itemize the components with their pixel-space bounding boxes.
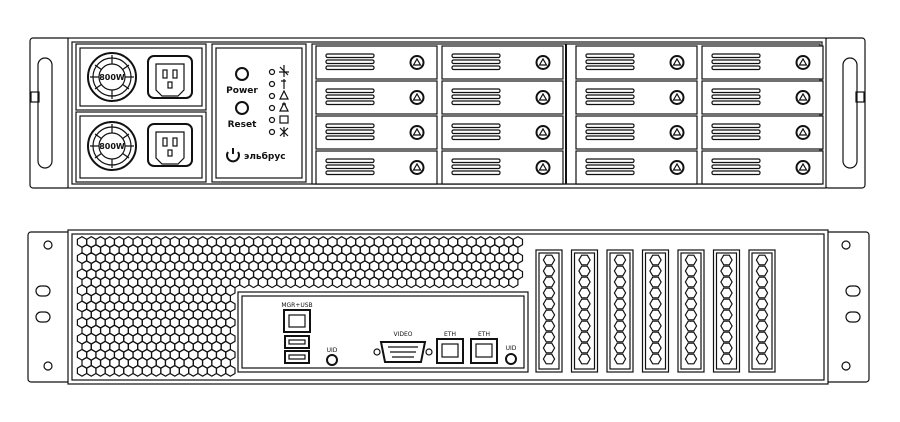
drive-release-icon[interactable] (535, 160, 551, 175)
drive-release-icon[interactable] (535, 125, 551, 140)
usb-port[interactable] (284, 335, 310, 349)
rear-io-panel: MGR+USB UID VIDEO ETH ETH UID (237, 291, 529, 373)
drive-bay[interactable] (315, 80, 438, 115)
expansion-slot[interactable] (748, 249, 776, 373)
led-power-icon (279, 65, 289, 77)
front-control-panel: Power Reset эльбрус (211, 43, 307, 183)
brand-label: эльбрус (244, 151, 286, 162)
drive-release-icon[interactable] (795, 90, 811, 105)
drive-release-icon[interactable] (669, 55, 685, 70)
drive-release-icon[interactable] (535, 55, 551, 70)
psu-module-top: 800W (75, 43, 207, 111)
led-alert-icon (279, 127, 289, 137)
elbrus-logo-icon (226, 148, 240, 163)
expansion-slot[interactable] (712, 249, 741, 373)
rear-left-rack-ear (27, 231, 73, 383)
drive-bay[interactable] (315, 115, 438, 150)
led-indicator (268, 92, 276, 100)
drive-bay[interactable] (575, 115, 698, 150)
uid-button-left[interactable] (326, 354, 338, 366)
expansion-slots (535, 249, 776, 373)
usb-port[interactable] (284, 350, 310, 364)
power-label: Power (226, 86, 258, 96)
psu-module-bottom: 800W (75, 111, 207, 183)
drive-release-icon[interactable] (669, 125, 685, 140)
power-inlet-icon (147, 55, 193, 99)
drive-bay-area (311, 43, 824, 185)
power-button[interactable] (235, 67, 249, 81)
expansion-slot[interactable] (606, 249, 634, 373)
drive-release-icon[interactable] (669, 160, 685, 175)
reset-button[interactable] (235, 101, 249, 115)
drive-release-icon[interactable] (409, 160, 425, 175)
eth2-label: ETH (478, 331, 490, 338)
ethernet-port-1[interactable] (436, 338, 464, 364)
drive-release-icon[interactable] (795, 160, 811, 175)
expansion-slot[interactable] (641, 249, 670, 373)
led-indicator (268, 80, 276, 88)
led-indicator (268, 128, 276, 136)
drive-bay[interactable] (315, 45, 438, 80)
drive-release-icon[interactable] (409, 90, 425, 105)
drive-bay[interactable] (441, 150, 564, 185)
vga-port[interactable] (379, 341, 427, 363)
drive-release-icon[interactable] (409, 55, 425, 70)
expansion-slot[interactable] (677, 249, 705, 373)
drive-bay[interactable] (441, 115, 564, 150)
drive-release-icon[interactable] (669, 90, 685, 105)
uid-button-right[interactable] (505, 353, 517, 365)
ethernet-port-2[interactable] (470, 338, 498, 364)
reset-label: Reset (228, 120, 257, 130)
uid-label-right: UID (506, 345, 517, 352)
mgr-ethernet-port[interactable] (283, 309, 311, 333)
psu-bottom-wattage-label: 800W (99, 142, 125, 151)
power-inlet-icon (147, 123, 193, 167)
uid-label-left: UID (327, 347, 338, 354)
video-label: VIDEO (393, 331, 412, 338)
rear-right-rack-ear (824, 231, 870, 383)
drive-bay[interactable] (441, 45, 564, 80)
ventilation-grille (76, 236, 524, 377)
drive-bays-group (315, 45, 824, 185)
psu-fan-icon (87, 52, 137, 102)
expansion-slot[interactable] (570, 249, 599, 373)
eth1-label: ETH (444, 331, 456, 338)
front-left-handle (37, 57, 53, 169)
drive-bay[interactable] (701, 150, 824, 185)
led-indicator (268, 116, 276, 124)
rear-view: MGR+USB UID VIDEO ETH ETH UID (27, 229, 870, 385)
screw-icon (841, 240, 851, 250)
drive-release-icon[interactable] (795, 55, 811, 70)
drive-bay[interactable] (575, 80, 698, 115)
expansion-slot[interactable] (535, 249, 563, 373)
drive-bay[interactable] (575, 45, 698, 80)
drive-release-icon[interactable] (795, 125, 811, 140)
psu-fan-icon (87, 121, 137, 171)
screw-icon (43, 240, 53, 250)
front-right-handle (842, 57, 858, 169)
drive-bay[interactable] (701, 45, 824, 80)
led-monitor-icon (279, 115, 289, 124)
led-indicator (268, 68, 276, 76)
drive-bay[interactable] (575, 150, 698, 185)
front-view: 800W 800W Power (29, 37, 866, 189)
mgr-usb-label: MGR+USB (281, 302, 312, 309)
screw-icon (43, 361, 53, 371)
led-network-icon (279, 101, 289, 112)
drive-bay[interactable] (701, 80, 824, 115)
drive-release-icon[interactable] (535, 90, 551, 105)
drive-release-icon[interactable] (409, 125, 425, 140)
drive-bay[interactable] (441, 80, 564, 115)
drive-bay[interactable] (315, 150, 438, 185)
psu-top-wattage-label: 800W (99, 73, 125, 82)
screw-icon (841, 361, 851, 371)
drive-bay[interactable] (701, 115, 824, 150)
led-indicator (268, 104, 276, 112)
led-hdd-icon (279, 89, 289, 100)
led-info-icon (281, 79, 286, 89)
